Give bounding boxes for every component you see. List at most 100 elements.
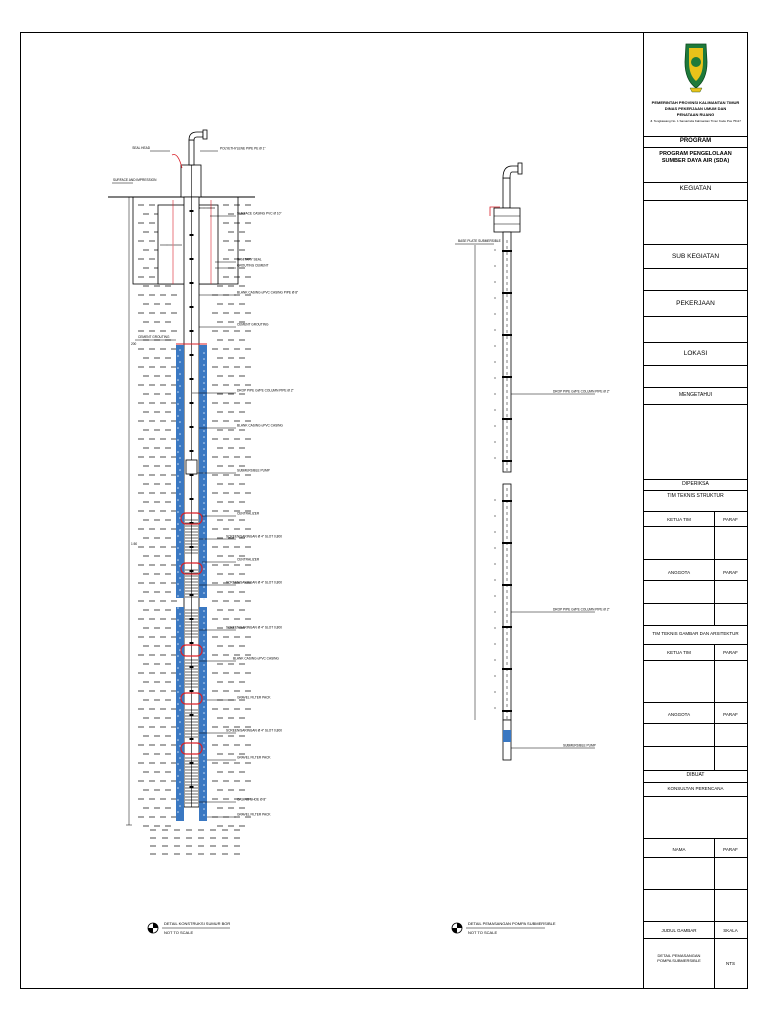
right-detail-subtitle: NOT TO SCALE — [468, 930, 497, 935]
pipe-joint — [189, 426, 194, 428]
divider-sub-kegiatan-2 — [644, 268, 747, 269]
callout-label: SUBMERSIBLE PUMP — [563, 744, 596, 748]
lokasi-label: LOKASI — [683, 350, 708, 357]
program-value: PROGRAM PENGELOLAAN SUMBER DAYA AIR (SDA… — [659, 151, 732, 164]
pipe-coupling — [502, 334, 512, 336]
cement-dot — [213, 207, 215, 209]
pipe-coupling — [502, 460, 512, 462]
callout-label: CASING SHOE Ø 8" — [237, 798, 266, 802]
gravel-dot — [203, 658, 205, 660]
centralizer-3 — [180, 644, 203, 657]
gravel-dot — [203, 772, 205, 774]
pipe-coupling — [502, 418, 512, 420]
callout-label: CENTRALIZER — [237, 558, 260, 562]
gravel-dot — [177, 667, 179, 669]
gravel-dot — [203, 736, 205, 738]
gravel-dot — [203, 682, 205, 684]
gravel-dot — [203, 778, 205, 780]
gravel-dot — [179, 709, 181, 711]
gravel-dot — [203, 394, 205, 396]
drop-pipe-upper — [502, 231, 512, 473]
gravel-dot — [179, 445, 181, 447]
gravel-dot — [203, 610, 205, 612]
gravel-dot — [203, 496, 205, 498]
program-header: PROGRAM — [679, 138, 712, 144]
gravel-dot — [203, 760, 205, 762]
gravel-dot — [203, 814, 205, 816]
pump-elbow — [502, 165, 519, 179]
pipe-joint — [189, 234, 194, 236]
gravel-dot — [203, 454, 205, 456]
pipe-joint — [189, 762, 194, 764]
pipe-joint — [189, 354, 194, 356]
gravel-dot — [203, 490, 205, 492]
gravel-dot — [179, 397, 181, 399]
paraf-4-label: PARAF — [723, 712, 738, 717]
gravel-dot — [203, 586, 205, 588]
gravel-dot — [203, 478, 205, 480]
agency-line-1: PEMERINTAH PROVINSI KALIMANTAN TIMUR — [651, 100, 740, 105]
gravel-dot — [203, 688, 205, 690]
gravel-dot — [177, 559, 179, 561]
pipe-joint — [189, 786, 194, 788]
judul-gambar-label: JUDUL GAMBAR — [661, 928, 697, 933]
gravel-dot — [177, 511, 179, 513]
gravel-dot — [177, 427, 179, 429]
gravel-dot — [177, 595, 179, 597]
pipe-joint — [189, 690, 194, 692]
divider-tim-struktur — [644, 490, 747, 491]
gravel-dot — [203, 742, 205, 744]
gravel-dot — [203, 466, 205, 468]
sub-kegiatan-label: SUB KEGIATAN — [671, 253, 720, 260]
gravel-dot — [177, 451, 179, 453]
gravel-dot — [179, 385, 181, 387]
skala-label: SKALA — [723, 928, 738, 933]
callout-label: CEMENT GROUTING — [237, 323, 269, 327]
paraf-column-3 — [714, 838, 715, 989]
gravel-dot — [179, 493, 181, 495]
gravel-dot — [179, 577, 181, 579]
callout-label: CEMENT GROUTING — [138, 335, 170, 339]
base-plate-red-marker — [489, 206, 500, 216]
divider-sub-kegiatan — [644, 244, 747, 245]
paraf-5-label: PARAF — [723, 847, 738, 852]
gravel-dot — [203, 412, 205, 414]
pipe-joint — [189, 330, 194, 332]
paraf-2-label: PARAF — [723, 570, 738, 575]
gravel-dot — [177, 751, 179, 753]
gravel-dot — [203, 652, 205, 654]
gravel-dot — [177, 607, 179, 609]
gravel-dot — [179, 685, 181, 687]
gravel-dot — [177, 547, 179, 549]
pipe-joint — [189, 738, 194, 740]
depth-label-2: 1:50 — [131, 542, 137, 546]
gravel-dot — [177, 475, 179, 477]
gravel-dot — [177, 391, 179, 393]
depth-label-1: 200 — [131, 342, 137, 346]
pipe-joint — [189, 258, 194, 260]
divider-nama — [644, 838, 747, 839]
cement-dot — [170, 244, 172, 246]
gravel-dot — [203, 790, 205, 792]
cement-dot — [180, 244, 182, 246]
gravel-dot — [203, 646, 205, 648]
anggota-1-label: ANGGOTA — [667, 570, 691, 575]
callout-label: DROP PIPE GI/PE COLUMN PIPE Ø 2" — [237, 389, 294, 393]
agency-address: Jl. Tengkawang No. 1 Samarinda Kalimanta… — [650, 119, 741, 123]
pipe-joint — [189, 402, 194, 404]
gravel-dot — [177, 463, 179, 465]
gravel-dot — [179, 433, 181, 435]
agency-emblem-icon — [684, 43, 708, 93]
soil-hatch-right — [212, 204, 251, 827]
callout-label: GROUTING CEMENT — [237, 264, 269, 268]
gravel-dot — [203, 634, 205, 636]
gravel-dot — [203, 670, 205, 672]
gravel-dot — [179, 589, 181, 591]
pipe-joint — [189, 714, 194, 716]
gravel-dot — [179, 361, 181, 363]
cement-dot — [201, 207, 203, 209]
divider-pekerjaan-2 — [644, 316, 747, 317]
bottom-soil-hatch — [150, 829, 240, 855]
